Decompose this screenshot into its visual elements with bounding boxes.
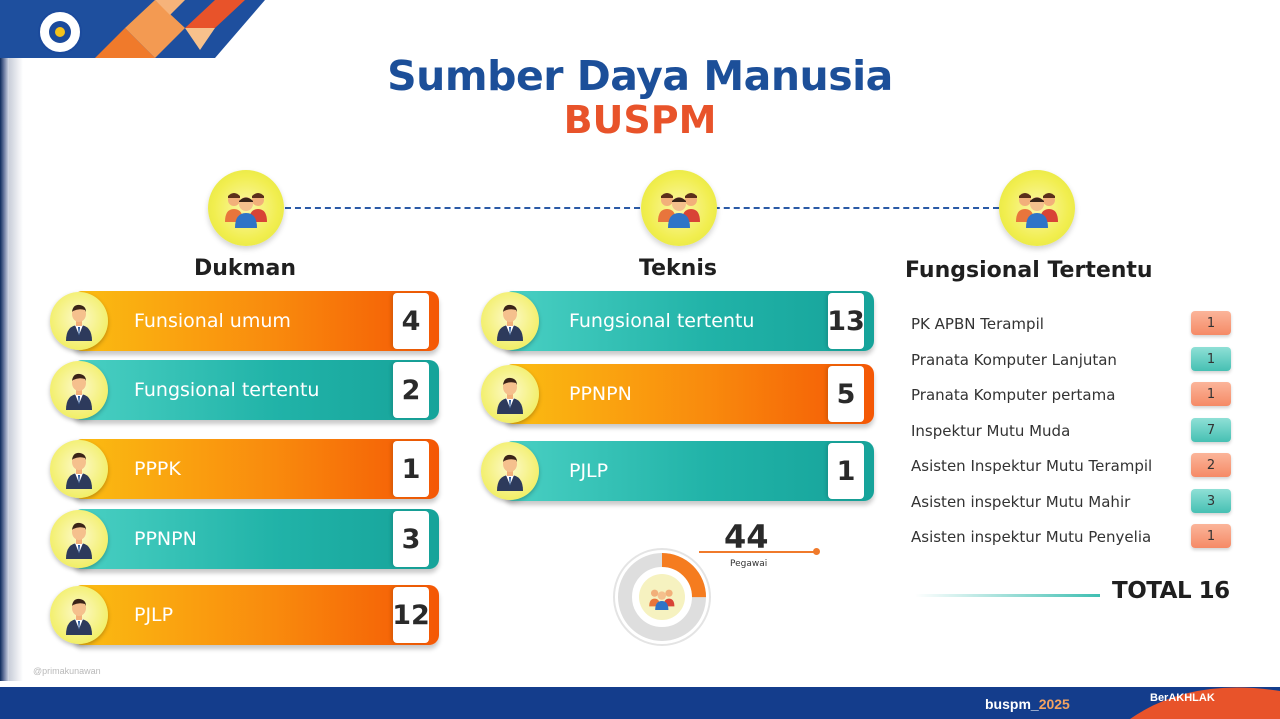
fungsional-item-label: PK APBN Terampil [911,315,1044,333]
footer-tag: buspm_2025 [985,696,1070,712]
footer-tag-year: 2025 [1038,696,1070,712]
left-edge-shadow [9,0,23,719]
dukman-bar [74,585,439,645]
teknis-row: PPNPN 5 [481,364,874,426]
teknis-bar-value: 13 [827,293,865,349]
fungsional-item-label: Asisten inspektur Mutu Mahir [911,493,1131,511]
dukman-row: PPPK 1 [50,439,439,501]
person-avatar-icon [50,440,108,498]
person-avatar-icon [481,442,539,500]
dukman-bar-label: PPPK [134,458,181,480]
dukman-bar-value: 12 [392,587,430,643]
total-count-leader-dot [813,548,820,555]
teknis-bar-label: PJLP [569,460,609,482]
teknis-row: Fungsional tertentu 13 [481,291,874,353]
agency-logo-icon [38,10,82,54]
dukman-bar [74,360,439,420]
dukman-bar-label: Fungsional tertentu [134,379,320,401]
employee-total-donut [613,548,711,646]
footer-orange-accent [1130,687,1280,719]
dukman-bar-value: 1 [393,441,429,497]
fungsional-item-count: 1 [1191,311,1231,335]
fungsional-item: Asisten inspektur Mutu Mahir 3 [911,489,1241,515]
teknis-bar [505,364,874,424]
person-avatar-icon [481,365,539,423]
person-avatar-icon [50,361,108,419]
teknis-bar [505,291,874,351]
footer-separator [0,681,1280,687]
dukman-bar-label: PPNPN [134,528,197,550]
left-edge-decoration [0,0,9,719]
person-avatar-icon [50,510,108,568]
dukman-bar [74,439,439,499]
person-avatar-icon [50,292,108,350]
dukman-bar [74,509,439,569]
fungsional-item-label: Pranata Komputer Lanjutan [911,351,1117,369]
dukman-bar [74,291,439,351]
fungsional-item-count: 1 [1191,347,1231,371]
fungsional-group-icon [999,170,1075,246]
donut-fill-arc [618,553,706,641]
fungsional-heading: Fungsional Tertentu [905,258,1153,283]
fungsional-item-count: 1 [1191,524,1231,548]
dukman-bar-label: PJLP [134,604,174,626]
fungsional-item: Asisten Inspektur Mutu Terampil 2 [911,453,1241,479]
fungsional-item: Pranata Komputer Lanjutan 1 [911,347,1241,373]
teknis-heading: Teknis [639,256,717,281]
dukman-bar-value: 4 [393,293,429,349]
dukman-bar-value: 3 [393,511,429,567]
footer-bar [0,687,1280,719]
fungsional-item: Pranata Komputer pertama 1 [911,382,1241,408]
teknis-bar [505,441,874,501]
fungsional-item-count: 3 [1191,489,1231,513]
total-count-leader-line [699,551,816,553]
fungsional-item-label: Pranata Komputer pertama [911,386,1116,404]
dukman-bar-value: 2 [393,362,429,418]
fungsional-item-label: Asisten inspektur Mutu Penyelia [911,528,1152,546]
dukman-group-icon [208,170,284,246]
teknis-bar-value: 1 [828,443,864,499]
teknis-group-icon [641,170,717,246]
dukman-row: Funsional umum 4 [50,291,439,353]
dukman-heading: Dukman [194,256,296,281]
teknis-bar-label: Fungsional tertentu [569,310,755,332]
donut-people-icon [649,589,675,610]
person-avatar-icon [481,292,539,350]
page-subtitle: BUSPM [563,98,717,142]
fungsional-item-count: 2 [1191,453,1231,477]
page-title: Sumber Daya Manusia [387,52,893,100]
fungsional-item-count: 1 [1191,382,1231,406]
person-avatar-icon [50,586,108,644]
berakhlak-logo: BerAKHLAK [1150,692,1215,704]
employee-total-unit: Pegawai [730,559,768,569]
teknis-bar-value: 5 [828,366,864,422]
employee-total-count: 44 [724,518,769,556]
dukman-row: PPNPN 3 [50,509,439,571]
watermark-text: @primakunawan [33,666,101,676]
dukman-bar-label: Funsional umum [134,310,291,332]
fungsional-item: Asisten inspektur Mutu Penyelia 1 [911,524,1241,550]
fungsional-total: TOTAL 16 [1112,578,1230,604]
dukman-row: PJLP 12 [50,585,439,647]
dukman-row: Fungsional tertentu 2 [50,360,439,422]
total-underline [915,594,1100,597]
fungsional-item-count: 7 [1191,418,1231,442]
fungsional-item: Inspektur Mutu Muda 7 [911,418,1241,444]
fungsional-item-label: Asisten Inspektur Mutu Terampil [911,457,1153,475]
teknis-bar-label: PPNPN [569,383,632,405]
fungsional-item-label: Inspektur Mutu Muda [911,422,1071,440]
teknis-row: PJLP 1 [481,441,874,503]
footer-tag-prefix: buspm_ [985,696,1039,712]
fungsional-item: PK APBN Terampil 1 [911,311,1241,337]
